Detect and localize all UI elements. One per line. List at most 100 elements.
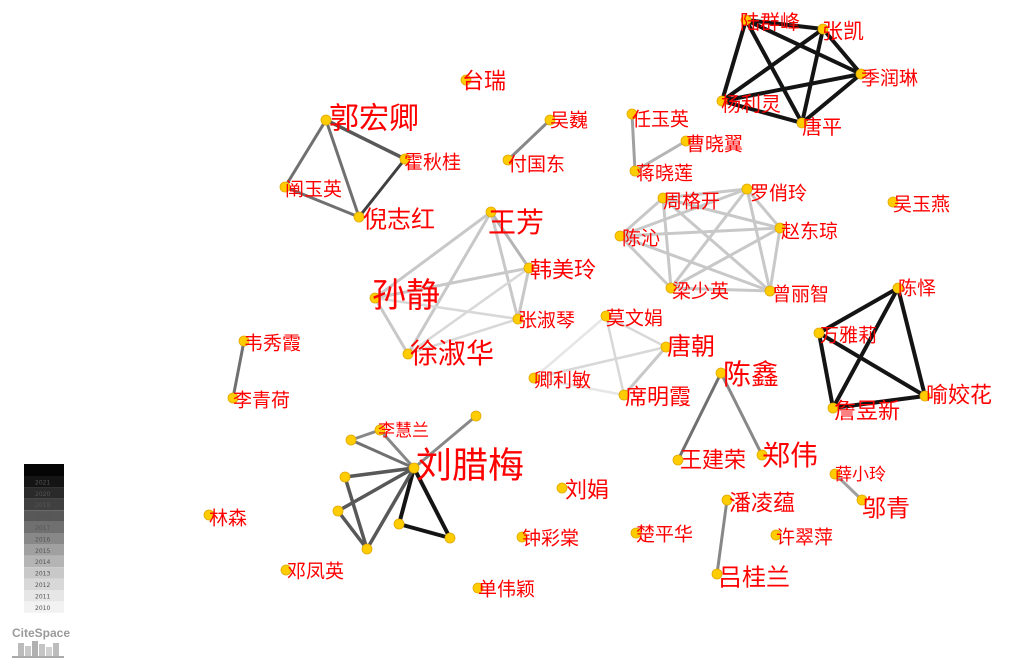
- node-喻姣花[interactable]: [919, 390, 931, 402]
- legend-swatch-2019: [24, 498, 64, 511]
- node-吴巍[interactable]: [544, 114, 556, 126]
- links-layer: [231, 18, 927, 576]
- node-李慧兰[interactable]: [374, 424, 386, 436]
- node-万雅莉[interactable]: [813, 327, 825, 339]
- node-label-许翠萍: 许翠萍: [776, 527, 833, 549]
- node-曹晓翼[interactable]: [680, 135, 692, 147]
- node-莫文娟[interactable]: [600, 310, 612, 322]
- node-吴玉燕[interactable]: [887, 196, 899, 208]
- node-label-楚平华: 楚平华: [636, 524, 693, 546]
- node-label-邓凤英: 邓凤英: [287, 561, 344, 583]
- node-label-莫文娟: 莫文娟: [606, 308, 663, 330]
- node-n_g[interactable]: [361, 543, 373, 555]
- node-张凯[interactable]: [817, 23, 829, 35]
- node-台瑞[interactable]: [460, 74, 472, 86]
- node-李青荷[interactable]: [227, 392, 239, 404]
- link-n_d-n_g: [336, 509, 369, 551]
- node-蒋晓莲[interactable]: [629, 165, 641, 177]
- node-邓凤英[interactable]: [280, 564, 292, 576]
- node-曾丽智[interactable]: [764, 285, 776, 297]
- legend-year-2013: 2013: [35, 571, 50, 578]
- link-陈鑫-郑伟: [719, 371, 764, 457]
- node-label-蒋晓莲: 蒋晓莲: [636, 163, 693, 185]
- link-周格开-梁少英: [661, 196, 673, 290]
- node-卿利敏[interactable]: [528, 372, 540, 384]
- node-n_d[interactable]: [332, 505, 344, 517]
- node-刘腊梅[interactable]: [408, 462, 420, 474]
- node-label-喻姣花: 喻姣花: [926, 384, 992, 409]
- node-韦秀霞[interactable]: [238, 335, 250, 347]
- node-n_c[interactable]: [339, 471, 351, 483]
- node-label-唐朝: 唐朝: [667, 332, 715, 360]
- node-霍秋桂[interactable]: [399, 153, 411, 165]
- node-label-吕桂兰: 吕桂兰: [718, 563, 790, 591]
- node-周格开[interactable]: [657, 192, 669, 204]
- link-陈怿-万雅莉: [817, 286, 900, 335]
- node-邬青[interactable]: [856, 494, 868, 506]
- node-label-周格开: 周格开: [663, 191, 720, 213]
- node-label-詹昱新: 詹昱新: [834, 400, 900, 425]
- link-周格开-陈沁: [618, 196, 665, 238]
- node-吕桂兰[interactable]: [711, 568, 723, 580]
- link-刘腊梅-李慧兰: [378, 428, 416, 470]
- node-label-陈沁: 陈沁: [622, 228, 660, 250]
- link-郭宏卿-霍秋桂: [324, 118, 407, 161]
- node-n_b[interactable]: [345, 434, 357, 446]
- node-label-罗俏玲: 罗俏玲: [750, 183, 807, 205]
- node-陈怿[interactable]: [892, 282, 904, 294]
- node-徐淑华[interactable]: [402, 348, 414, 360]
- node-王芳[interactable]: [485, 206, 497, 218]
- node-潘凌蕴[interactable]: [721, 494, 733, 506]
- node-杨利灵[interactable]: [716, 95, 728, 107]
- node-梁少英[interactable]: [665, 282, 677, 294]
- link-周格开-罗俏玲: [661, 187, 749, 200]
- node-唐朝[interactable]: [660, 341, 672, 353]
- link-罗俏玲-赵东琼: [745, 187, 782, 230]
- node-阐玉英[interactable]: [279, 181, 291, 193]
- node-陆群峰[interactable]: [740, 14, 752, 26]
- node-张淑琴[interactable]: [512, 313, 524, 325]
- node-赵东琼[interactable]: [774, 222, 786, 234]
- node-label-郑伟: 郑伟: [762, 439, 818, 472]
- node-罗俏玲[interactable]: [741, 183, 753, 195]
- link-万雅莉-詹昱新: [817, 331, 835, 410]
- node-唐平[interactable]: [796, 117, 808, 129]
- link-孙静-韩美玲: [373, 266, 531, 300]
- node-任玉英[interactable]: [626, 108, 638, 120]
- node-付国东[interactable]: [502, 154, 514, 166]
- node-刘娟[interactable]: [556, 482, 568, 494]
- legend-year-2015: 2015: [35, 548, 50, 555]
- legend-year-2012: 2012: [35, 582, 50, 589]
- node-单伟颖[interactable]: [472, 582, 484, 594]
- node-林森[interactable]: [203, 509, 215, 521]
- link-罗俏玲-梁少英: [669, 187, 749, 290]
- link-陆群峰-杨利灵: [720, 18, 748, 103]
- node-楚平华[interactable]: [630, 527, 642, 539]
- node-label-邬青: 邬青: [862, 494, 910, 522]
- node-席明霞[interactable]: [618, 389, 630, 401]
- node-n_a[interactable]: [470, 410, 482, 422]
- node-n_e[interactable]: [393, 518, 405, 530]
- node-詹昱新[interactable]: [827, 402, 839, 414]
- node-钟彩棠[interactable]: [516, 531, 528, 543]
- node-郑伟[interactable]: [756, 449, 768, 461]
- node-韩美玲[interactable]: [523, 262, 535, 274]
- node-季润琳[interactable]: [855, 68, 867, 80]
- node-王建荣[interactable]: [672, 454, 684, 466]
- node-倪志红[interactable]: [353, 211, 365, 223]
- node-孙静[interactable]: [369, 292, 381, 304]
- node-陈鑫[interactable]: [715, 367, 727, 379]
- node-陈沁[interactable]: [614, 230, 626, 242]
- link-张凯-唐平: [800, 27, 825, 125]
- node-n_f[interactable]: [444, 532, 456, 544]
- node-label-韦秀霞: 韦秀霞: [244, 333, 301, 355]
- link-郭宏卿-倪志红: [324, 118, 361, 219]
- legend-swatch-2016: [24, 533, 64, 545]
- node-郭宏卿[interactable]: [320, 114, 332, 126]
- legend-swatch-2015: [24, 544, 64, 556]
- link-孙静-张淑琴: [373, 296, 520, 321]
- node-薛小玲[interactable]: [829, 468, 841, 480]
- node-许翠萍[interactable]: [770, 529, 782, 541]
- link-陈沁-赵东琼: [618, 226, 782, 238]
